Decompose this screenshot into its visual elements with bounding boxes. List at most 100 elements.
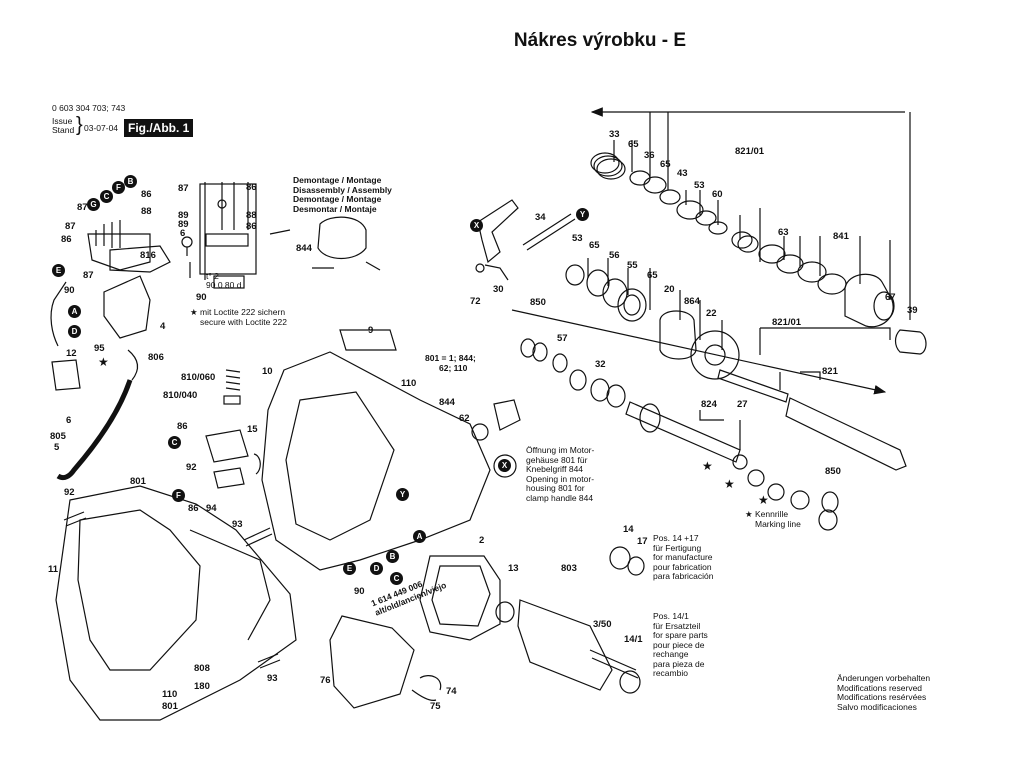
part-label: 27: [737, 399, 748, 410]
part-label: 36: [644, 150, 655, 161]
part-label: 821/01: [735, 146, 765, 157]
ref-circle: A: [68, 305, 81, 318]
schematic-label: t° 2: [206, 271, 219, 281]
part-label: 86: [188, 503, 199, 514]
axis-line-bottom: [511, 309, 887, 395]
shaft-824: [625, 401, 741, 463]
part-label: 864: [684, 296, 700, 307]
part-label: 75: [430, 701, 441, 712]
part-label: 33: [609, 129, 620, 140]
part-label: 9: [368, 325, 374, 336]
gear-housing-9: [261, 351, 491, 571]
ring-36: [643, 176, 667, 194]
part-label: 14: [623, 524, 634, 535]
part-label: 86: [177, 421, 188, 432]
star-marker: ★: [724, 477, 735, 491]
part-label: 88: [246, 210, 257, 221]
part-label: 93: [232, 519, 243, 530]
star-marker: ★: [702, 459, 713, 473]
part-label: 4: [160, 321, 166, 332]
ref-circle: A: [413, 530, 426, 543]
bearing-14-1: [619, 670, 641, 694]
part-label: 801: [162, 701, 178, 712]
note-pos-14-1: Pos. 14/1 für Ersatzteil for spare parts…: [653, 611, 708, 678]
bearing-14: [609, 546, 631, 570]
note-kennrille: ★ Kennrille Marking line: [745, 509, 801, 529]
part-label: 90: [64, 285, 75, 296]
plug-12: [51, 359, 81, 391]
gear-22: [690, 330, 740, 380]
switch-parts-87-88: [87, 233, 151, 271]
ref-circle: G: [87, 198, 100, 211]
bearing-55: [617, 288, 647, 322]
part-label: 90: [354, 586, 365, 597]
part-label: 22: [706, 308, 717, 319]
part-label: 850: [530, 297, 546, 308]
wire-loop-76: [329, 615, 415, 709]
armature-3-50: [517, 599, 613, 691]
ring-841a: [758, 244, 786, 264]
ring-65: [629, 170, 651, 186]
part-label: 6: [180, 228, 186, 239]
note-demontage: Demontage / Montage Disassembly / Assemb…: [293, 175, 392, 214]
ref-circle: C: [168, 436, 181, 449]
part-label: 850: [825, 466, 841, 477]
part-label: 72: [470, 296, 481, 307]
gear-57: [552, 353, 568, 373]
ring-53: [695, 210, 717, 226]
part-label: 92: [64, 487, 75, 498]
part-label: 57: [557, 333, 568, 344]
part-label: 65: [660, 159, 671, 170]
switch-box-4: [103, 275, 151, 339]
part-label: 11: [48, 564, 59, 575]
ref-circle: X: [498, 459, 511, 472]
part-label: 65: [647, 270, 658, 281]
part-label: 88: [141, 206, 152, 217]
part-label: 844: [296, 243, 312, 254]
ring-850: [520, 338, 536, 358]
part-label: 87: [178, 183, 189, 194]
part-label: 5: [54, 442, 60, 453]
ring-60: [708, 221, 728, 235]
shaft-27: [717, 369, 789, 403]
switch-94: [213, 467, 245, 489]
part-label: 94: [206, 503, 217, 514]
leader-lines-top: [587, 112, 911, 350]
issue-date: 03-07-04: [84, 123, 119, 133]
part-label: 180: [194, 681, 210, 692]
screw-92: [63, 511, 87, 527]
circuit-schematic: [199, 183, 257, 275]
ref-circle: C: [390, 572, 403, 585]
part-label: 56: [609, 250, 620, 261]
part-label: 14/1: [624, 634, 643, 645]
part-label: 87: [83, 270, 94, 281]
ring-841d: [817, 273, 847, 295]
cap-39: [894, 329, 927, 355]
part-label: 67: [885, 292, 896, 303]
star-marker: ★: [98, 355, 109, 369]
motor-housing-801: [55, 485, 297, 721]
ring-841c: [797, 261, 827, 283]
part-label: 53: [694, 180, 705, 191]
ref-circle: E: [52, 264, 65, 277]
cable-805: [56, 379, 133, 481]
part-label: 39: [907, 305, 918, 316]
part-label: 844: [439, 397, 455, 408]
note-loctite: ★ mit Loctite 222 sichern secure with Lo…: [190, 307, 287, 327]
ring-850b: [821, 491, 839, 513]
part-label: 805: [50, 431, 66, 442]
part-label: 32: [595, 359, 606, 370]
part-label: 87: [77, 202, 88, 213]
part-label: 55: [627, 260, 638, 271]
part-label: 87: [65, 221, 76, 232]
switch-816: [109, 245, 171, 273]
part-label: 63: [778, 227, 789, 238]
ref-circle: D: [370, 562, 383, 575]
note-changes-reserved: Änderungen vorbehalten Modifications res…: [837, 673, 931, 712]
bearing-13: [495, 601, 515, 623]
part-number: 0 603 304 703; 743: [52, 103, 126, 113]
ring-65b: [659, 189, 681, 205]
note-part-ref-801: 801 = 1; 844; 62; 110: [425, 353, 476, 373]
part-label: 86: [141, 189, 152, 200]
part-label: 89: [178, 219, 189, 230]
